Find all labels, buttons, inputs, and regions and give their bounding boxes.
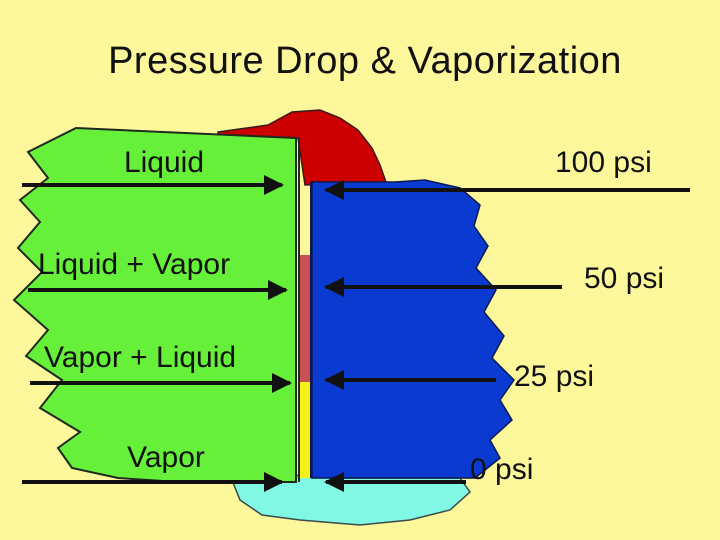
label-liquid: Liquid (94, 146, 234, 180)
label-100-psi: 100 psi (555, 146, 652, 180)
liquid-region (14, 128, 296, 482)
label-vapor-liquid: Vapor + Liquid (44, 341, 236, 375)
slide-title: Pressure Drop & Vaporization (0, 40, 720, 83)
gauge-strip-red (299, 255, 311, 382)
label-50-psi: 50 psi (584, 262, 664, 296)
label-liquid-vapor: Liquid + Vapor (38, 248, 230, 282)
label-25-psi: 25 psi (514, 360, 594, 394)
label-0-psi: 0 psi (470, 453, 533, 487)
pipe-region (312, 180, 514, 478)
label-vapor: Vapor (96, 441, 236, 475)
gauge-strip-yellow (299, 382, 311, 478)
